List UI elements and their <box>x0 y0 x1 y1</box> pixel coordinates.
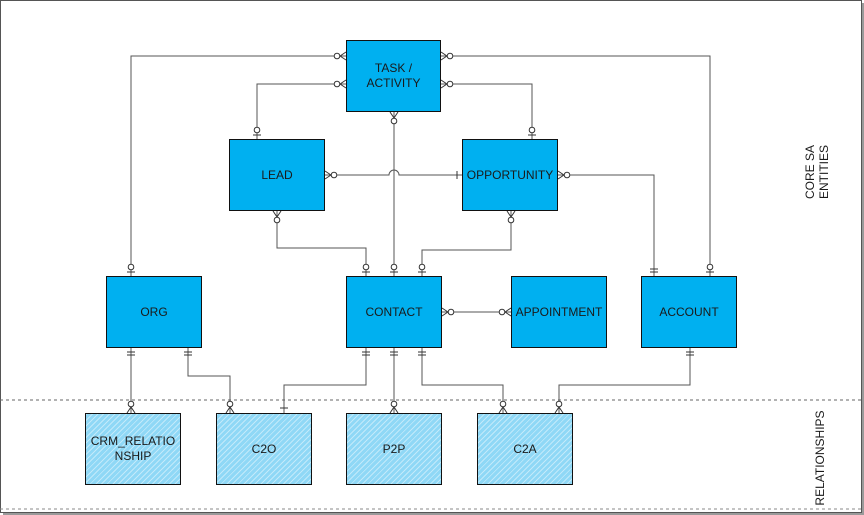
crowfoot-mark <box>324 174 332 180</box>
crowfoot-mark <box>389 406 395 414</box>
entity-lead[interactable]: LEAD <box>229 139 325 211</box>
entity-crm-relationship[interactable]: CRM_RELATIO NSHIP <box>85 413 181 485</box>
crowfoot-mark <box>393 406 399 414</box>
crowfoot-mark <box>498 406 504 414</box>
connector-opportunity-account <box>558 174 655 276</box>
entity-label: C2A <box>513 441 537 456</box>
section-label-core: CORE SA ENTITIES <box>803 145 831 200</box>
cardinality-zero-mark <box>706 263 714 271</box>
crowfoot-mark <box>441 307 449 313</box>
crowfoot-mark <box>554 406 560 414</box>
entity-p2p[interactable]: P2P <box>346 413 442 485</box>
cardinality-zero-mark <box>390 400 398 408</box>
cardinality-zero-mark <box>446 80 454 88</box>
entity-label: ORG <box>140 304 168 319</box>
crowfoot-mark <box>440 83 448 89</box>
cardinality-zero-mark <box>447 308 455 316</box>
cardinality-zero-mark <box>390 263 398 271</box>
cardinality-zero-mark <box>333 52 341 60</box>
connector-account-c2a <box>558 348 691 413</box>
cardinality-zero-mark <box>333 80 341 88</box>
connector-lead-opportunity <box>325 169 462 176</box>
connector-opportunity-contact <box>421 211 512 276</box>
entity-c2a[interactable]: C2A <box>477 413 573 485</box>
connector-contact-c2a <box>421 348 504 413</box>
crowfoot-mark <box>276 210 282 218</box>
connector-task-lead <box>256 83 346 139</box>
connector-contact-c2o <box>283 348 367 413</box>
cardinality-zero-mark <box>555 400 563 408</box>
crowfoot-mark <box>393 111 399 119</box>
cardinality-zero-mark <box>499 400 507 408</box>
connector-org-c2o <box>187 348 231 413</box>
crowfoot-mark <box>440 79 448 85</box>
connector-task-opportunity <box>441 83 533 139</box>
crowfoot-mark <box>126 406 132 414</box>
crowfoot-mark <box>502 406 508 414</box>
entity-label: C2O <box>251 441 277 456</box>
cardinality-zero-mark <box>253 126 261 134</box>
entity-label: CRM_RELATIO NSHIP <box>90 434 176 463</box>
cardinality-zero-mark <box>273 216 281 224</box>
connector-task-account <box>441 55 711 276</box>
entity-label: APPOINTMENT <box>515 304 603 319</box>
entity-appointment[interactable]: APPOINTMENT <box>511 276 607 348</box>
cardinality-zero-mark <box>507 216 515 224</box>
crowfoot-mark <box>130 406 136 414</box>
entity-label: ACCOUNT <box>659 304 719 319</box>
entity-task-activity[interactable]: TASK / ACTIVITY <box>346 40 441 112</box>
cardinality-zero-mark <box>127 263 135 271</box>
crowfoot-mark <box>339 55 347 61</box>
cardinality-zero-mark <box>362 263 370 271</box>
cardinality-zero-mark <box>528 126 536 134</box>
entity-label: CONTACT <box>365 304 423 319</box>
crowfoot-mark <box>506 210 512 218</box>
cardinality-zero-mark <box>563 171 571 179</box>
connector-lead-contact <box>276 211 367 276</box>
crowfoot-mark <box>272 210 278 218</box>
cardinality-zero-mark <box>330 171 338 179</box>
crowfoot-mark <box>389 111 395 119</box>
crowfoot-mark <box>229 406 235 414</box>
crowfoot-mark <box>441 311 449 317</box>
cardinality-zero-mark <box>418 263 426 271</box>
entity-label: OPPORTUNITY <box>466 167 554 182</box>
crowfoot-mark <box>558 406 564 414</box>
cardinality-zero-mark <box>127 400 135 408</box>
crowfoot-mark <box>339 79 347 85</box>
entity-label: LEAD <box>261 167 293 182</box>
crowfoot-mark <box>557 174 565 180</box>
crowfoot-mark <box>339 83 347 89</box>
crowfoot-mark <box>557 170 565 176</box>
crowfoot-mark <box>440 51 448 57</box>
entity-org[interactable]: ORG <box>106 276 202 348</box>
entity-label: TASK / ACTIVITY <box>366 61 421 90</box>
cardinality-zero-mark <box>498 308 506 316</box>
cardinality-zero-mark <box>446 52 454 60</box>
crowfoot-mark <box>504 307 512 313</box>
cardinality-zero-mark <box>390 117 398 125</box>
entity-c2o[interactable]: C2O <box>216 413 312 485</box>
crowfoot-mark <box>225 406 231 414</box>
cardinality-zero-mark <box>226 400 234 408</box>
crowfoot-mark <box>504 311 512 317</box>
crowfoot-mark <box>440 55 448 61</box>
crowfoot-mark <box>510 210 516 218</box>
crowfoot-mark <box>339 51 347 57</box>
section-label-relationships: RELATIONSHIPS <box>813 410 827 506</box>
entity-account[interactable]: ACCOUNT <box>641 276 737 348</box>
connector-task-org <box>130 55 346 276</box>
crowfoot-mark <box>324 170 332 176</box>
entity-contact[interactable]: CONTACT <box>346 276 442 348</box>
entity-opportunity[interactable]: OPPORTUNITY <box>462 139 558 211</box>
entity-label: P2P <box>382 441 406 456</box>
